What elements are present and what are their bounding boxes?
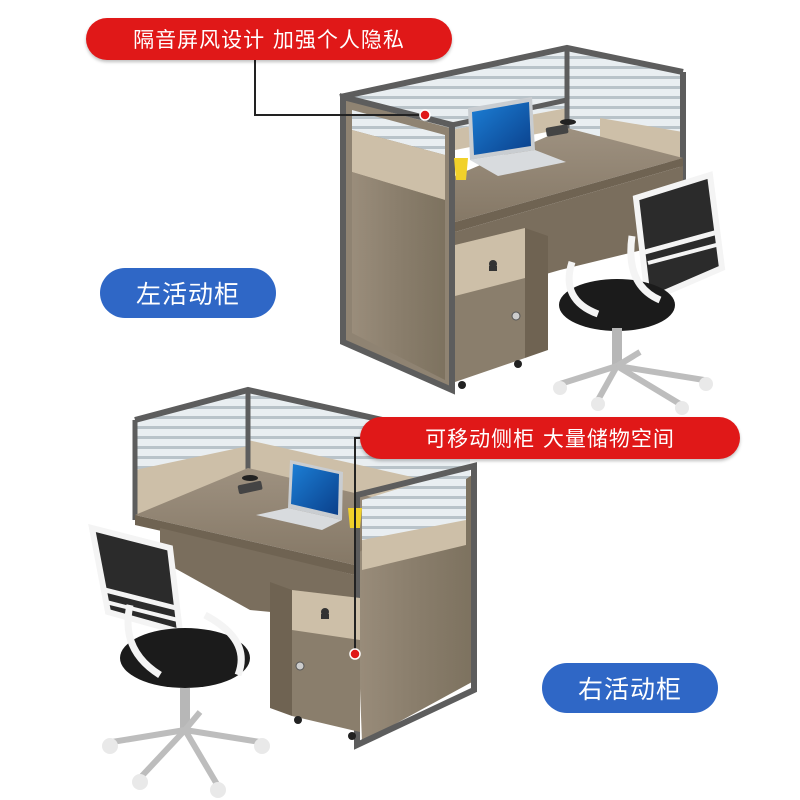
- bottom-chair: [88, 523, 270, 798]
- privacy-screen-callout: 隔音屏风设计 加强个人隐私: [86, 18, 452, 60]
- right-cabinet-label: 右活动柜: [542, 663, 718, 713]
- top-desk: [254, 44, 726, 415]
- bottom-desk: [88, 386, 477, 798]
- mobile-cabinet-callout: 可移动侧柜 大量储物空间: [360, 417, 740, 459]
- left-cabinet-label: 左活动柜: [100, 268, 276, 318]
- top-chair: [553, 171, 726, 415]
